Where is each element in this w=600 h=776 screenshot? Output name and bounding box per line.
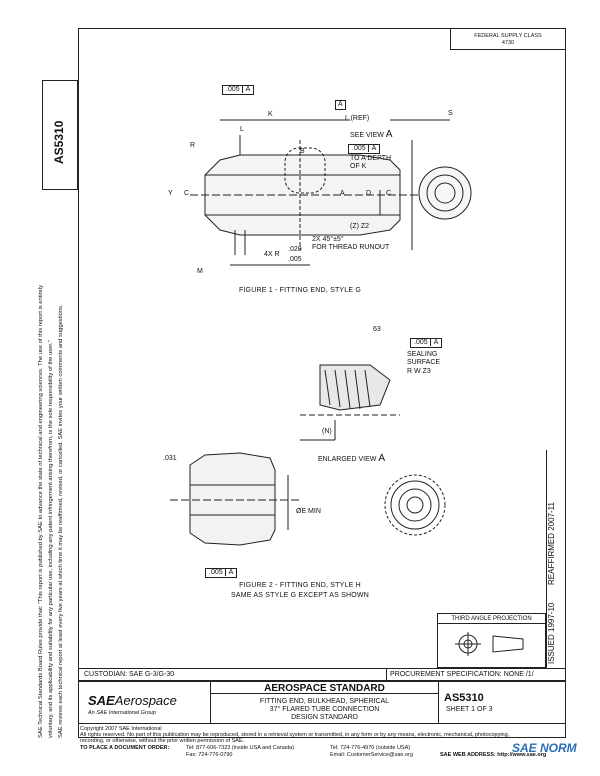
fig1-r005: .005 [288,256,302,263]
footer-copyright: Copyright 2007 SAE International [80,726,162,732]
footer-fax: Fax: 724-776-0790 [186,752,233,758]
logo-word: Aerospace [114,693,177,708]
fig1-see-view-text: SEE VIEW [350,132,384,139]
fig2-enlarged: ENLARGED VIEW A [318,453,385,464]
fig1-c: C [184,190,190,197]
fig2-tol-frame: .005 A [410,338,443,348]
fig1-r020: .020 [288,246,302,253]
fig1-depth: TO A DEPTH [350,155,392,162]
logo-brand: SAE [88,693,115,708]
fig2-tol2-datum: A [224,569,234,576]
custodian: CUSTODIAN: SAE G-3/G-30 [84,671,175,678]
left-number-box [42,80,78,190]
title-block [78,681,566,724]
fig2-surface: SURFACE [407,359,441,366]
fig2-enlarged-letter: A [378,453,385,464]
custodian-divider [386,668,387,681]
fig2-sealing: SEALING [407,351,438,358]
projection-label: THIRD ANGLE PROJECTION [438,614,545,624]
drawing-frame [78,28,566,738]
fig2-tol-value: .005 [414,339,428,346]
fig1-dia-a: A [340,190,345,197]
logo-tagline: An SAE International Group [88,710,156,716]
fig1-tol2-datum: A [367,145,377,152]
footer-order-label: TO PLACE A DOCUMENT ORDER: [80,745,170,751]
figure1-caption: FIGURE 1 - FITTING END, STYLE G [238,287,362,294]
right-strip-divider [546,450,547,668]
fig1-dia-s: S [448,110,453,117]
sae-logo: SAEAerospace An SAE International Group [88,692,177,717]
fig2-d031: .031 [163,455,177,462]
footer-tel2: Tel: 724-776-4970 (outside USA) [330,745,411,751]
fig1-thread-runout: FOR THREAD RUNOUT [312,244,390,251]
footer-email: Email: CustomerService@sae.org [330,752,413,758]
fig1-r4x: 4X R [264,251,280,258]
standard-title: AEROSPACE STANDARD [264,683,385,694]
number-divider [438,681,439,724]
figure2-drawing [170,364,446,546]
supply-class-line1: FEDERAL SUPPLY CLASS [474,33,542,39]
fig1-datum-box: A [335,100,346,110]
footer-web: SAE WEB ADDRESS: http://www.sae.org [440,752,547,758]
fig2-enlarged-text: ENLARGED VIEW [318,456,377,463]
fig2-angle63: 63 [373,326,381,333]
fig2-tol-frame-2: .005 A [205,568,238,578]
figure1-drawing [190,119,472,266]
side-note-line2: voluntary, and its applicability and sui… [48,340,54,738]
fig1-l-ref: L (REF) [345,115,370,122]
supply-class-line2: 4730 [501,39,515,46]
procurement: PROCUREMENT SPECIFICATION: NONE /1/ [390,671,534,678]
issued-label: ISSUED 1997-10 [547,602,556,664]
footer-tel1: Tel: 877-606-7323 (inside USA and Canada… [186,745,294,751]
left-doc-number: AS5310 [52,120,66,164]
custodian-row [78,668,566,681]
footer-rights2: recording, or otherwise, without the pri… [80,738,245,744]
fig2-tol-datum: A [429,339,439,346]
fig1-k: K [268,111,273,118]
desc-line3: DESIGN STANDARD [291,714,358,721]
figure2-subcaption: SAME AS STYLE G EXCEPT AS SHOWN [231,592,369,599]
fig1-m: M [197,268,203,275]
fig1-tol-datum: A [241,86,251,93]
desc-line2: 37° FLARED TUBE CONNECTION [269,706,380,713]
fig1-see-view-letter: A [385,129,393,140]
fig1-dia-c: C [386,190,392,197]
supply-class-box: FEDERAL SUPPLY CLASS 4730 [450,28,566,50]
fig1-see-view: SEE VIEW A [350,129,393,140]
logo-divider [210,681,211,724]
projection-box: THIRD ANGLE PROJECTION [437,613,546,668]
doc-number: AS5310 [444,692,484,704]
fig2-e-min: ØE MIN [296,508,321,515]
fig1-tol-frame-2: .005 A [348,144,381,154]
fig1-tol2-value: .005 [352,145,366,152]
fig1-chamfer: 2X 45°±5° [312,236,344,243]
title-divider [210,693,438,694]
side-note-line3: SAE reviews each technical report at lea… [58,304,64,738]
fig1-b: B [300,148,305,155]
side-note-line1: SAE Technical Standards Board Rules prov… [38,285,44,738]
fig2-rw: R W Z3 [407,368,431,375]
sheet: SHEET 1 OF 3 [446,706,493,713]
watermark: SAE NORM [512,741,577,755]
fig2-n: (N) [322,428,332,435]
fig1-z: (Z) Z2 [350,223,370,230]
fig1-of-k: OF K [350,163,367,170]
fig1-y: Y [168,190,173,197]
fig1-r: R [190,142,196,149]
fig1-tol-value: .005 [226,86,240,93]
footer-rights: All rights reserved. No part of this pub… [80,732,510,738]
figure2-caption: FIGURE 2 - FITTING END, STYLE H [239,582,361,589]
reaffirmed-label: REAFFIRMED 2007-11 [547,502,556,585]
fig1-tol-frame: .005 A [222,85,255,95]
fig2-tol2-value: .005 [209,569,223,576]
fig1-dia-d: D [366,190,372,197]
desc-line1: FITTING END, BULKHEAD, SPHERICAL [259,698,390,705]
projection-symbol [455,631,524,656]
fig1-l: L [240,126,244,133]
